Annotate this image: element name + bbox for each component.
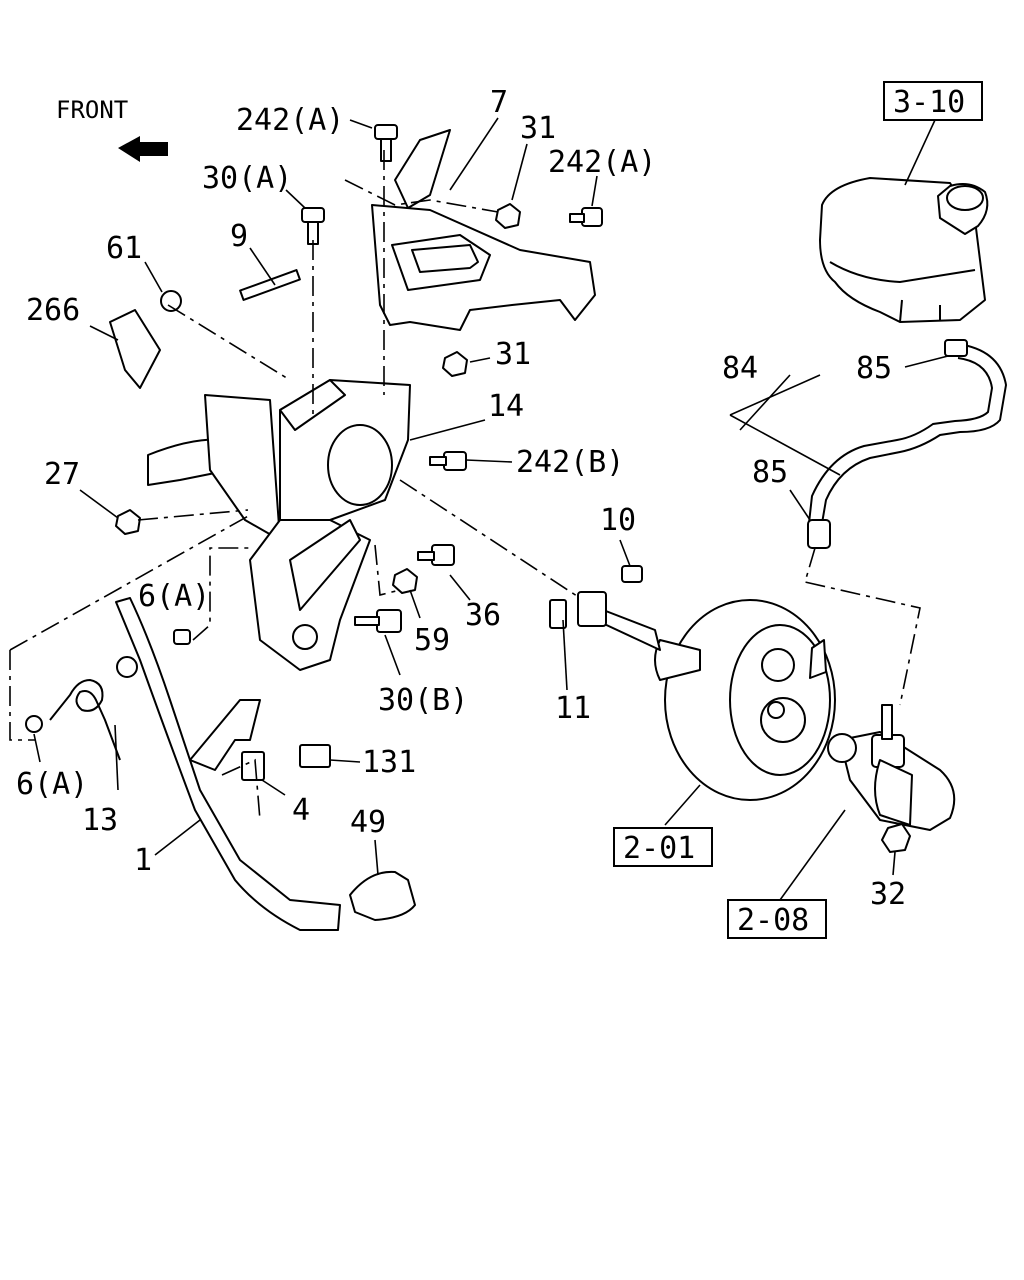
callout-10: 10 [600,503,636,538]
callout-labels: 242(A) 7 31 242(A) 30(A) 9 61 266 31 14 … [16,85,906,912]
callout-85-top: 85 [856,351,892,386]
pedal-bracket [147,379,411,671]
ref-box-2-01-frame [613,827,713,867]
ref-box-3-10: 3-10 [893,85,965,120]
callout-27: 27 [44,457,80,492]
callout-32: 32 [870,877,906,912]
master-cylinder [827,704,956,853]
brake-pedal [115,597,416,931]
callout-84: 84 [722,351,758,386]
front-arrow-icon [118,136,168,162]
callout-4: 4 [292,793,310,828]
ref-box-2-08: 2-08 [737,903,809,938]
brake-fluid-reservoir [819,177,989,323]
callout-13: 13 [82,803,118,838]
callout-7: 7 [490,85,508,120]
callout-36: 36 [465,598,501,633]
callout-242a-right: 242(A) [548,145,656,180]
ref-box-3-10-frame [883,81,983,121]
callout-6a-top: 6(A) [138,579,210,614]
callout-49: 49 [350,805,386,840]
assembly-guide-lines [9,150,921,821]
front-label: FRONT [56,96,128,124]
callout-14: 14 [488,389,524,424]
upper-support-bracket [371,129,596,331]
callout-85-mid: 85 [752,455,788,490]
callout-59: 59 [414,623,450,658]
reference-boxes: 3-10 2-01 2-08 [613,81,983,939]
callout-30a: 30(A) [202,161,292,196]
callout-6a-bottom: 6(A) [16,767,88,802]
ref-box-2-01: 2-01 [623,831,695,866]
return-spring [49,678,121,761]
reservoir-hose [807,339,1008,549]
callout-30b: 30(B) [378,683,468,718]
callout-131: 131 [362,745,416,780]
callout-266: 266 [26,293,80,328]
callout-61: 61 [106,231,142,266]
callout-31-top: 31 [520,111,556,146]
leader-lines [33,117,949,901]
callout-242b: 242(B) [516,445,624,480]
callout-11: 11 [555,691,591,726]
brake-booster [577,591,836,801]
callout-31-mid: 31 [495,337,531,372]
callout-9: 9 [230,219,248,254]
fasteners [25,124,643,781]
ref-box-2-08-frame [727,899,827,939]
callout-242a-top: 242(A) [236,103,344,138]
callout-1: 1 [134,843,152,878]
